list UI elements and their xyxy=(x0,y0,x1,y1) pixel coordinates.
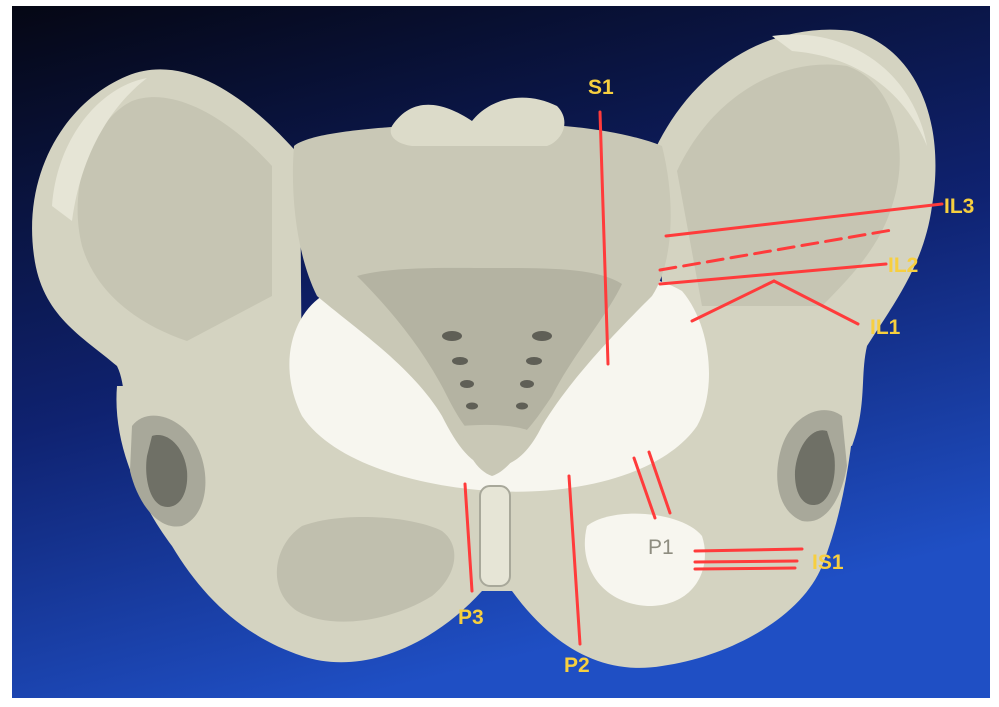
slide-frame: S1 IL3 IL2 IL1 P1 IS1 P2 P3 xyxy=(12,6,990,698)
line-is1-b xyxy=(695,561,797,562)
label-il2: IL2 xyxy=(888,254,918,277)
line-is1-a xyxy=(695,549,802,551)
pelvis-diagram: S1 IL3 IL2 IL1 P1 IS1 P2 P3 xyxy=(12,6,990,698)
line-is1-c xyxy=(695,568,795,569)
label-p3: P3 xyxy=(458,606,484,629)
label-p2: P2 xyxy=(564,654,590,677)
pubic-symphysis xyxy=(480,486,510,586)
label-is1: IS1 xyxy=(812,551,844,574)
label-s1: S1 xyxy=(588,76,614,99)
label-il3: IL3 xyxy=(944,195,974,218)
label-il1: IL1 xyxy=(870,316,901,339)
label-p1: P1 xyxy=(648,536,674,559)
